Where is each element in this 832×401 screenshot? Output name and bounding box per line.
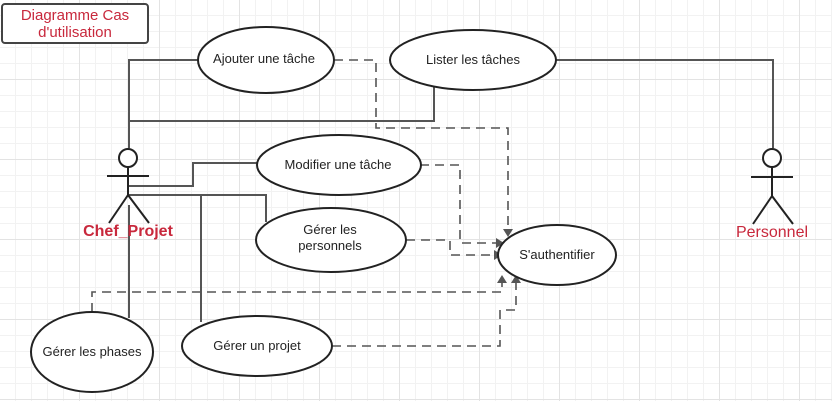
actor-chef-head bbox=[118, 148, 138, 168]
usecase-gerer-personnels[interactable] bbox=[255, 207, 407, 273]
label-gerer-projet: Gérer un projet bbox=[213, 338, 301, 353]
actor-chef-leg-right bbox=[127, 194, 150, 224]
actor-chef-projet[interactable] bbox=[107, 148, 150, 224]
arrowhead-gerer-projet bbox=[511, 275, 521, 283]
label-gerer-phases: Gérer les phases bbox=[43, 344, 142, 359]
usecase-authentifier[interactable] bbox=[497, 224, 617, 286]
assoc-chef-modifier bbox=[129, 162, 258, 187]
include-modifier bbox=[420, 164, 500, 244]
actor-chef-leg-left bbox=[108, 194, 129, 224]
assoc-chef-ajouter bbox=[128, 59, 198, 148]
include-gerer-personnels bbox=[406, 239, 498, 256]
usecase-lister-taches[interactable] bbox=[389, 29, 557, 91]
usecase-gerer-projet[interactable] bbox=[181, 315, 333, 377]
assoc-chef-gerer-projet bbox=[129, 194, 202, 322]
arrowhead-ajouter bbox=[503, 229, 513, 237]
include-gerer-phases bbox=[91, 280, 503, 312]
include-gerer-projet bbox=[332, 280, 517, 347]
use-cases bbox=[30, 26, 617, 393]
arrowhead-gerer-phases bbox=[497, 275, 507, 283]
usecase-ajouter-tache[interactable] bbox=[197, 26, 335, 94]
label-modifier-tache: Modifier une tâche bbox=[285, 157, 392, 172]
usecase-gerer-phases[interactable] bbox=[30, 311, 154, 393]
arrowhead-modifier bbox=[496, 238, 504, 248]
actor-personnel-leg-right bbox=[771, 195, 794, 225]
assoc-chef-lister bbox=[128, 84, 435, 148]
label-gerer-personnels-line2: personnels bbox=[298, 238, 362, 253]
diagram-title: Diagramme Cas d'utilisation bbox=[20, 6, 130, 41]
diagram-title-box: Diagramme Cas d'utilisation bbox=[1, 3, 149, 44]
assoc-chef-gerer-personnels bbox=[129, 194, 267, 222]
label-authentifier: S'authentifier bbox=[519, 247, 595, 262]
association-lines bbox=[128, 59, 774, 322]
label-ajouter-tache: Ajouter une tâche bbox=[213, 51, 315, 66]
assoc-personnel-lister bbox=[556, 59, 774, 148]
use-case-labels: Ajouter une tâche Lister les tâches Modi… bbox=[43, 51, 596, 359]
usecase-modifier-tache[interactable] bbox=[256, 134, 422, 196]
include-ajouter bbox=[334, 59, 509, 232]
actor-personnel-leg-left bbox=[752, 195, 773, 225]
label-gerer-personnels-line1: Gérer les bbox=[303, 222, 357, 237]
label-lister-taches: Lister les tâches bbox=[426, 52, 520, 67]
actor-personnel-head bbox=[762, 148, 782, 168]
include-lines bbox=[91, 59, 517, 347]
actor-personnel-label: Personnel bbox=[736, 224, 808, 241]
actor-personnel[interactable] bbox=[751, 148, 794, 225]
actor-chef-label: Chef_Projet bbox=[83, 223, 173, 240]
